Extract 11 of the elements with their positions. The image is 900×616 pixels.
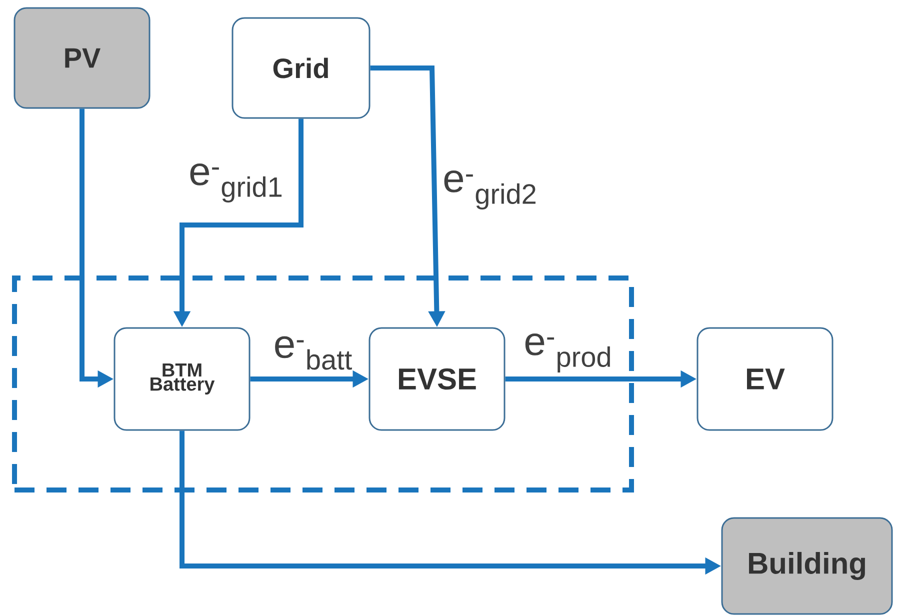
battery-box: BTM Battery (114, 327, 250, 431)
system-boundary-box (12, 276, 634, 492)
load-box: Building (721, 517, 893, 615)
source-box: PV (14, 7, 150, 109)
edge-label: e$^{-}$prod (525, 333, 610, 372)
edge-label: e$^{-}$grid2 (444, 170, 536, 210)
process-box: EVSE (368, 327, 506, 431)
edge-label: e$^{-}$grid1 (190, 163, 282, 202)
process-box: EV (696, 327, 834, 431)
source-box: Grid (232, 17, 370, 119)
edge-label: e$^{-}$batt (275, 336, 352, 370)
